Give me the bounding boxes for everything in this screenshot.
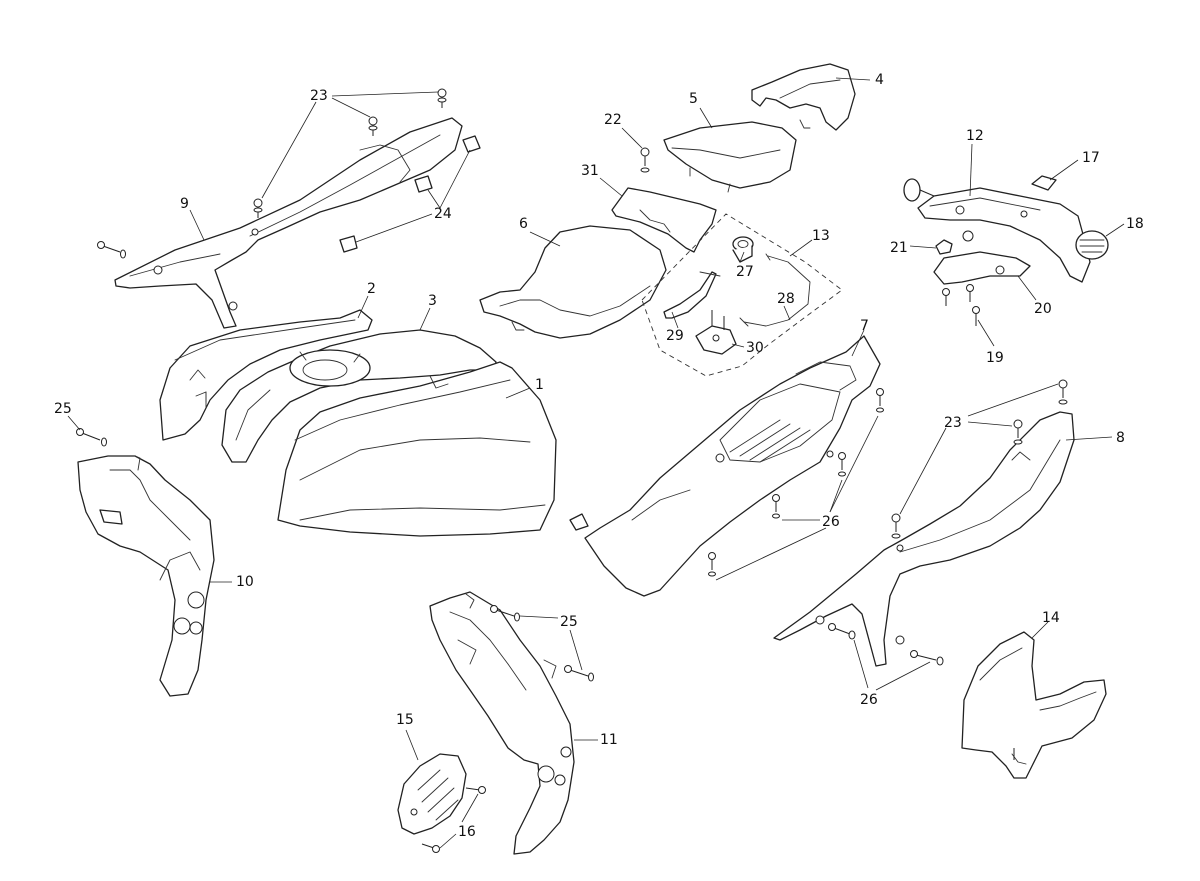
label-4: 4 — [875, 72, 884, 88]
screw-16-group — [421, 786, 486, 853]
screw-26-group-right — [828, 623, 944, 666]
part-7-undertail — [569, 335, 881, 597]
label-29: 29 — [666, 328, 684, 344]
screw-23-group-left — [97, 88, 447, 259]
part-19-bolts — [942, 284, 980, 326]
label-25-right: 25 — [560, 614, 578, 630]
part-14-rear-hugger — [961, 631, 1107, 779]
screw-25-left — [76, 428, 107, 447]
label-21: 21 — [890, 240, 908, 256]
label-14: 14 — [1042, 610, 1060, 626]
part-6-rider-seat — [479, 225, 667, 339]
part-1-tank-side-cover — [277, 361, 557, 537]
label-22: 22 — [604, 112, 622, 128]
label-13: 13 — [812, 228, 830, 244]
label-30: 30 — [746, 340, 764, 356]
label-26-center: 26 — [822, 514, 840, 530]
part-9-left-tail-panel — [114, 117, 463, 329]
label-17: 17 — [1082, 150, 1100, 166]
part-29-lever — [663, 271, 721, 319]
part-20-bracket — [933, 230, 1031, 285]
part-2-tank-front-cover — [159, 309, 373, 441]
label-11: 11 — [600, 732, 618, 748]
part-11-right-frame-cover — [429, 591, 575, 855]
part-12-knob — [903, 178, 935, 202]
label-10: 10 — [236, 574, 254, 590]
label-2: 2 — [367, 281, 376, 297]
label-15: 15 — [396, 712, 414, 728]
screw-26-group-center — [708, 388, 884, 577]
label-20: 20 — [1034, 301, 1052, 317]
screw-23-group-right — [891, 379, 1068, 539]
label-7: 7 — [860, 318, 869, 334]
part-15-sprocket-cover — [397, 753, 467, 835]
screw-25-group-right — [490, 605, 594, 682]
part-18-reflector — [1075, 230, 1109, 260]
part-21-nut — [935, 239, 953, 255]
label-27: 27 — [736, 264, 754, 280]
leader-lines — [67, 77, 1125, 849]
label-3: 3 — [428, 293, 437, 309]
part-12-plate-holder-bracket — [917, 187, 1091, 283]
part-13-lock-kit-outline — [641, 213, 843, 377]
part-4-tail-cowl — [751, 63, 856, 131]
label-5: 5 — [689, 91, 698, 107]
part-10-left-frame-cover — [77, 455, 215, 697]
label-18: 18 — [1126, 216, 1144, 232]
label-8: 8 — [1116, 430, 1125, 446]
part-30-latch — [695, 310, 737, 355]
label-23-right: 23 — [944, 415, 962, 431]
part-5-passenger-seat — [663, 121, 797, 193]
part-28-cable — [739, 253, 811, 327]
part-27-lock-cylinder — [732, 236, 754, 263]
label-6: 6 — [519, 216, 528, 232]
label-23-left: 23 — [310, 88, 328, 104]
label-28: 28 — [777, 291, 795, 307]
label-31: 31 — [581, 163, 599, 179]
label-12: 12 — [966, 128, 984, 144]
label-24: 24 — [434, 206, 452, 222]
part-17-bulb — [1031, 175, 1057, 191]
screw-22 — [640, 147, 650, 173]
part-3-fuel-tank — [221, 329, 497, 463]
label-16: 16 — [458, 824, 476, 840]
part-number-labels: 23 9 24 2 3 1 25 10 22 5 4 31 6 13 27 28… — [54, 72, 1144, 840]
label-19: 19 — [986, 350, 1004, 366]
label-25-left: 25 — [54, 401, 72, 417]
label-9: 9 — [180, 196, 189, 212]
clip-24-group — [339, 135, 481, 253]
part-8-right-tail-panel — [773, 411, 1075, 667]
label-1: 1 — [535, 377, 544, 393]
label-26-right: 26 — [860, 692, 878, 708]
